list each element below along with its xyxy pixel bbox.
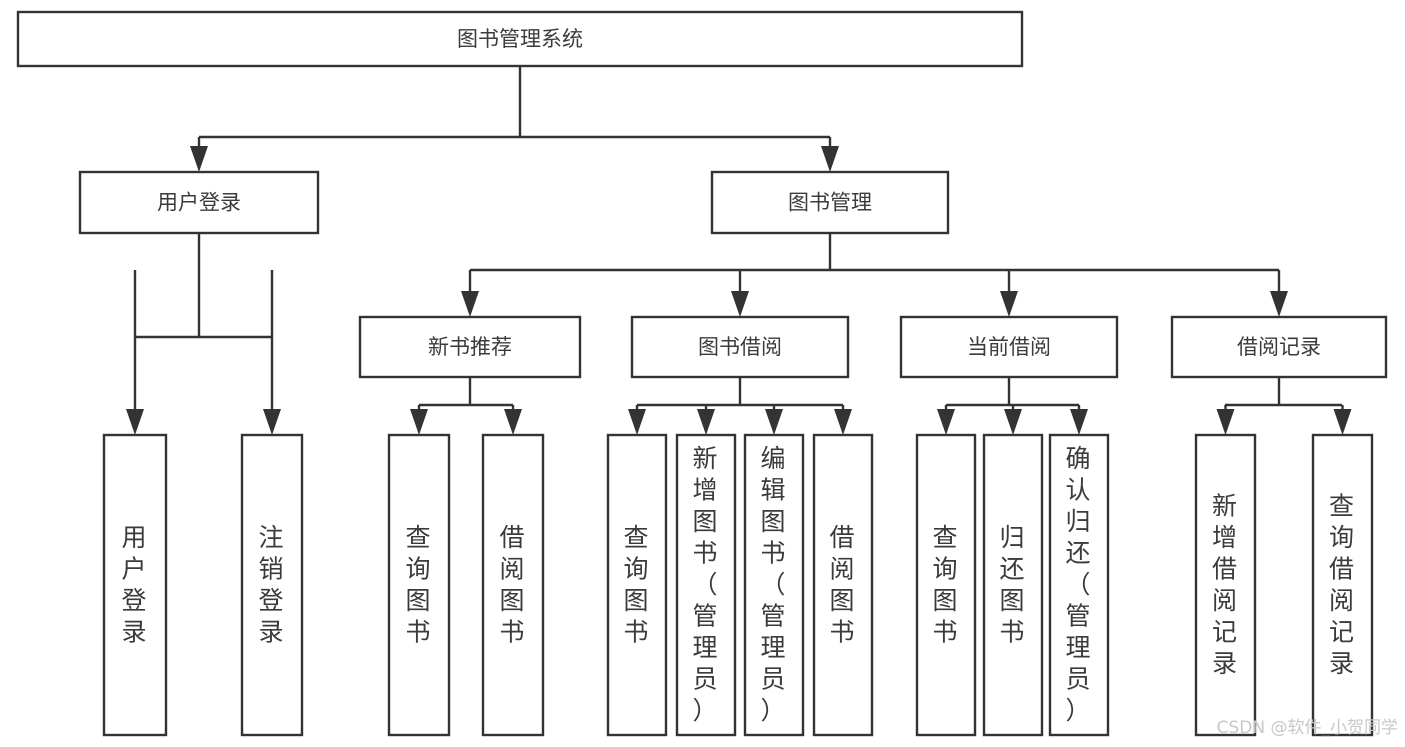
edge-arrow (461, 270, 479, 317)
node-label-current-borrow: 当前借阅 (967, 335, 1051, 359)
node-box-leaf-edit-book[interactable] (743, 433, 805, 737)
node-label-root: 图书管理系统 (457, 27, 583, 51)
node-label-leaf-query-record: 查询借阅记录 (1329, 491, 1356, 678)
node-leaf-query-record[interactable]: 查询借阅记录 (1311, 433, 1374, 737)
node-box-book-manage[interactable] (710, 170, 950, 235)
node-box-leaf-user-login[interactable] (102, 433, 168, 737)
connector-layer (126, 66, 1352, 435)
node-label-leaf-query-book-1: 查询图书 (405, 523, 432, 647)
node-box-book-borrow[interactable] (630, 315, 850, 379)
connector-group (637, 377, 843, 407)
csdn-watermark: CSDN @软件_小贺同学 (1217, 718, 1398, 738)
node-box-leaf-borrow-book-2[interactable] (812, 433, 874, 737)
node-leaf-query-book-1[interactable]: 查询图书 (387, 433, 451, 737)
node-leaf-query-book-3[interactable]: 查询图书 (915, 433, 977, 737)
edge-arrow (1333, 405, 1352, 435)
node-box-leaf-logout[interactable] (240, 433, 304, 737)
connector-group (199, 66, 830, 139)
node-box-leaf-query-record[interactable] (1311, 433, 1374, 737)
node-leaf-return-book[interactable]: 归还图书 (982, 433, 1044, 737)
node-layer: 图书管理系统用户登录图书管理新书推荐图书借阅当前借阅借阅记录用户登录注销登录查询… (16, 10, 1388, 737)
edge-arrow (821, 137, 839, 172)
edge-arrow (190, 137, 208, 172)
node-box-leaf-add-record[interactable] (1194, 433, 1257, 737)
edge-arrow (834, 405, 852, 435)
node-label-leaf-logout: 注销登录 (258, 523, 285, 647)
edge-arrow (628, 405, 646, 435)
node-label-leaf-add-record: 新增借阅记录 (1212, 491, 1239, 678)
node-leaf-borrow-book-1[interactable]: 借阅图书 (481, 433, 545, 737)
node-leaf-add-record[interactable]: 新增借阅记录 (1194, 433, 1257, 737)
node-label-leaf-user-login: 用户登录 (121, 523, 148, 647)
node-label-borrow-record: 借阅记录 (1237, 335, 1321, 359)
edge-arrow (1004, 405, 1022, 435)
node-label-leaf-query-book-3: 查询图书 (932, 523, 959, 647)
node-label-user-login: 用户登录 (157, 191, 241, 215)
edge-arrow (410, 405, 428, 435)
node-box-current-borrow[interactable] (899, 315, 1119, 379)
edge-arrow (1216, 405, 1235, 435)
node-box-user-login[interactable] (78, 170, 320, 235)
node-label-leaf-confirm-return: 确认归还（管理员） (1065, 444, 1092, 725)
node-box-leaf-confirm-return[interactable] (1048, 433, 1110, 737)
node-box-leaf-borrow-book-1[interactable] (481, 433, 545, 737)
node-leaf-edit-book[interactable]: 编辑图书（管理员） (743, 433, 805, 737)
node-label-leaf-query-book-2: 查询图书 (623, 523, 650, 647)
node-box-leaf-add-book[interactable] (675, 433, 737, 737)
edge-arrow (504, 405, 522, 435)
node-box-leaf-query-book-1[interactable] (387, 433, 451, 737)
connector-group (1225, 377, 1342, 407)
node-leaf-add-book[interactable]: 新增图书（管理员） (675, 433, 737, 737)
node-current-borrow[interactable]: 当前借阅 (899, 315, 1119, 379)
node-box-leaf-query-book-2[interactable] (606, 433, 668, 737)
node-label-book-borrow: 图书借阅 (698, 335, 782, 359)
node-borrow-record[interactable]: 借阅记录 (1170, 315, 1388, 379)
edge-arrow (263, 270, 281, 435)
node-label-leaf-edit-book: 编辑图书（管理员） (760, 444, 787, 725)
node-box-leaf-return-book[interactable] (982, 433, 1044, 737)
edge-arrow (1000, 270, 1018, 317)
edge-arrow (937, 405, 955, 435)
node-leaf-confirm-return[interactable]: 确认归还（管理员） (1048, 433, 1110, 737)
connector-group (419, 377, 513, 407)
node-label-leaf-borrow-book-2: 借阅图书 (829, 523, 856, 647)
node-user-login[interactable]: 用户登录 (78, 170, 320, 235)
connector-group (135, 233, 272, 339)
node-root[interactable]: 图书管理系统 (16, 10, 1024, 68)
node-book-manage[interactable]: 图书管理 (710, 170, 950, 235)
node-box-borrow-record[interactable] (1170, 315, 1388, 379)
node-new-book-recommend[interactable]: 新书推荐 (358, 315, 582, 379)
edge-arrow (697, 405, 715, 435)
node-box-root[interactable] (16, 10, 1024, 68)
connector-group (470, 233, 1279, 272)
node-book-borrow[interactable]: 图书借阅 (630, 315, 850, 379)
node-label-book-manage: 图书管理 (788, 191, 872, 215)
edge-arrow (1070, 405, 1088, 435)
edge-arrow (765, 405, 783, 435)
edge-arrow (731, 270, 749, 317)
node-label-leaf-return-book: 归还图书 (999, 523, 1026, 647)
node-leaf-query-book-2[interactable]: 查询图书 (606, 433, 668, 737)
node-leaf-user-login[interactable]: 用户登录 (102, 433, 168, 737)
node-label-new-book-recommend: 新书推荐 (428, 335, 512, 359)
node-leaf-logout[interactable]: 注销登录 (240, 433, 304, 737)
node-label-leaf-borrow-book-1: 借阅图书 (499, 523, 526, 647)
connector-group (946, 377, 1079, 407)
node-box-leaf-query-book-3[interactable] (915, 433, 977, 737)
node-box-new-book-recommend[interactable] (358, 315, 582, 379)
node-label-leaf-add-book: 新增图书（管理员） (692, 444, 719, 725)
edge-arrow (126, 270, 144, 435)
edge-arrow (1270, 270, 1288, 317)
node-leaf-borrow-book-2[interactable]: 借阅图书 (812, 433, 874, 737)
